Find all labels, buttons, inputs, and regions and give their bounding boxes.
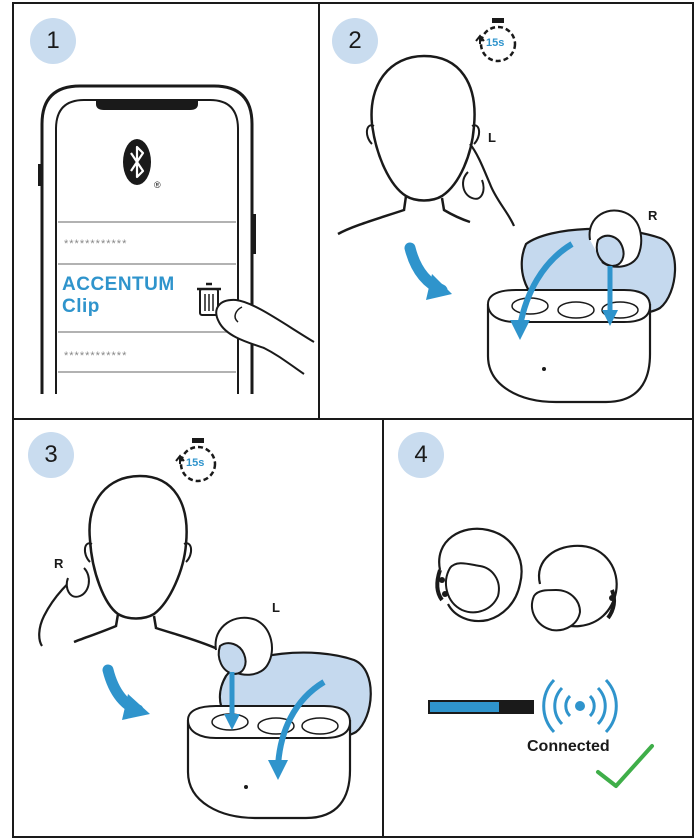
- step-number-1: 1: [30, 18, 76, 64]
- pairing-progress-bar: [428, 700, 534, 714]
- progress-fill: [430, 702, 499, 712]
- timer-label: 15s: [486, 37, 505, 49]
- step-2-panel: 2: [318, 2, 694, 420]
- earbud-left-illustration: [435, 527, 523, 623]
- person-illustration: [337, 54, 516, 236]
- step-2-illustration: [337, 18, 677, 404]
- masked-device-1: ************: [64, 238, 128, 250]
- case-ear-label: R: [648, 208, 658, 223]
- timer-icon: [475, 18, 517, 63]
- connected-status: Connected: [527, 738, 610, 755]
- ear-label-left: L: [488, 130, 496, 145]
- phone-illustration: [38, 84, 315, 394]
- ear-label-right: R: [54, 556, 64, 571]
- masked-device-2: ************: [64, 350, 128, 362]
- timer-label: 15s: [186, 457, 205, 469]
- bluetooth-icon: [123, 139, 151, 185]
- step-number-2: 2: [332, 18, 378, 64]
- step-number-4: 4: [398, 432, 444, 478]
- step-number-3: 3: [28, 432, 74, 478]
- device-name: ACCENTUM Clip: [62, 274, 175, 318]
- trash-icon: [197, 282, 221, 316]
- timer-icon: [175, 438, 217, 483]
- curved-arrow-icon: [102, 664, 150, 720]
- step-3-illustration: [38, 438, 372, 820]
- registered-mark: ®: [154, 180, 161, 190]
- earbud-right-illustration: [531, 544, 618, 632]
- finger-hand-illustration: [215, 298, 315, 375]
- charging-case-illustration: [486, 209, 677, 404]
- curved-arrow-icon: [404, 242, 452, 300]
- device-name-line2: Clip: [62, 296, 100, 317]
- case-ear-label: L: [272, 600, 280, 615]
- step-4-panel: 4: [382, 418, 694, 838]
- step-4-illustration: [428, 527, 654, 788]
- step-1-panel: 1: [12, 2, 320, 420]
- step-3-panel: 3: [12, 418, 384, 838]
- charging-case-illustration: [186, 616, 372, 820]
- device-name-line1: ACCENTUM: [62, 274, 175, 295]
- check-icon: [596, 744, 654, 788]
- connection-waves-icon: [542, 678, 618, 734]
- person-illustration: [38, 474, 221, 652]
